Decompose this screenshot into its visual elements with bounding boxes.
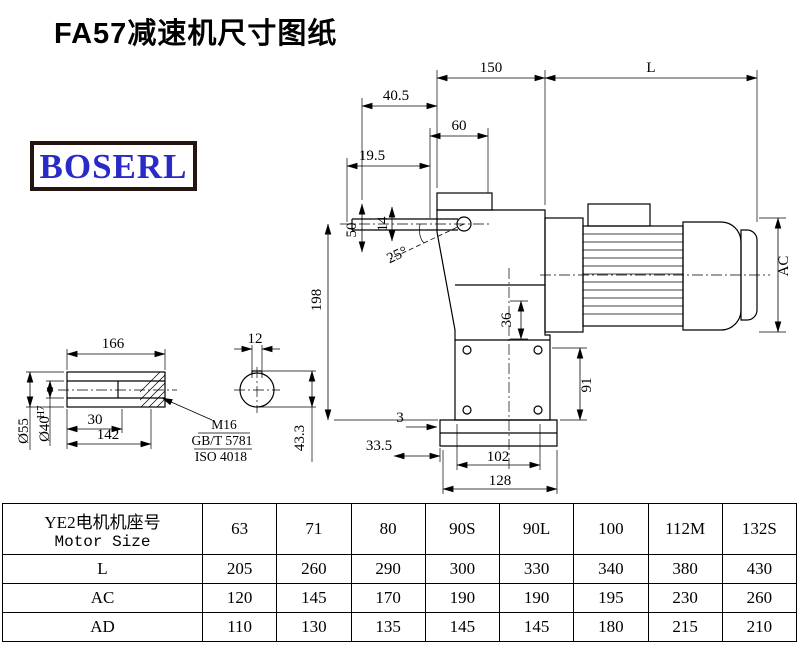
gearbox-dimension-drawing: 150 L 40.5 60 19.5 50 14 25° 198 AC 36 9… xyxy=(16,60,792,494)
table-cell: 210 xyxy=(721,612,798,642)
dim-33-5-label: 33.5 xyxy=(366,438,392,454)
table-row-ac: AC 120 145 170 190 190 195 230 260 xyxy=(2,583,798,613)
table-cell: 190 xyxy=(424,583,501,613)
table-cell: 230 xyxy=(647,583,723,613)
brand-logo-text: BOSERL xyxy=(39,146,188,186)
table-cell: 380 xyxy=(647,554,723,584)
motor-size-header-en: Motor Size xyxy=(54,532,151,551)
size-col-112m: 112M xyxy=(647,503,723,555)
brand-logo: BOSERL xyxy=(30,141,197,191)
dim-102-label: 102 xyxy=(487,449,510,465)
dim-l-label: L xyxy=(646,60,655,76)
row-label-ac: AC xyxy=(2,583,203,613)
dim-142-label: 142 xyxy=(97,427,120,443)
page-title: FA57减速机尺寸图纸 xyxy=(54,18,338,50)
table-cell: 145 xyxy=(276,583,352,613)
dim-166-label: 166 xyxy=(102,336,125,352)
dim-ac-label: AC xyxy=(776,256,792,277)
dim-128-label: 128 xyxy=(489,473,512,489)
dim-dia55-label: Ø55 xyxy=(16,418,32,444)
table-cell: 215 xyxy=(647,612,723,642)
size-col-90l: 90L xyxy=(498,503,575,555)
dim-dia40-tolerance-label: H7 xyxy=(36,406,47,419)
size-col-132s: 132S xyxy=(721,503,798,555)
table-cell: 340 xyxy=(573,554,649,584)
dim-60-label: 60 xyxy=(452,118,467,134)
dim-30-label: 30 xyxy=(88,412,103,428)
size-col-63: 63 xyxy=(201,503,278,555)
dim-25deg-label: 25° xyxy=(384,244,410,267)
dimension-lines xyxy=(26,70,786,494)
motor-size-header-cell: YE2电机机座号 Motor Size xyxy=(2,503,203,555)
table-cell: 145 xyxy=(424,612,501,642)
dim-150-label: 150 xyxy=(480,60,503,76)
table-cell: 430 xyxy=(721,554,798,584)
motor-size-header-cn: YE2电机机座号 xyxy=(44,512,161,532)
dim-3-label: 3 xyxy=(396,410,404,426)
size-col-80: 80 xyxy=(350,503,426,555)
motor-spec-table: YE2电机机座号 Motor Size 63 71 80 90S 90L 100… xyxy=(2,503,798,642)
thread-m16-label: M16 xyxy=(211,417,237,432)
input-shaft xyxy=(351,216,472,260)
table-cell: 260 xyxy=(276,554,352,584)
table-cell: 195 xyxy=(573,583,649,613)
dim-43-3-label: 43.3 xyxy=(292,425,308,451)
table-cell: 260 xyxy=(721,583,798,613)
table-cell: 330 xyxy=(498,554,575,584)
dim-12-label: 12 xyxy=(248,331,263,347)
dim-19-5-label: 19.5 xyxy=(359,148,385,164)
dim-50-label: 50 xyxy=(344,223,360,238)
standard-gb-label: GB/T 5781 xyxy=(192,433,253,448)
table-row-ad: AD 110 130 135 145 145 180 215 210 xyxy=(2,612,798,642)
table-cell: 130 xyxy=(276,612,352,642)
standard-iso-label: ISO 4018 xyxy=(195,449,247,464)
bore-section-detail xyxy=(234,367,280,413)
hollow-shaft-detail xyxy=(58,371,177,408)
size-col-100: 100 xyxy=(573,503,649,555)
table-cell: 190 xyxy=(498,583,575,613)
table-cell: 145 xyxy=(498,612,575,642)
table-cell: 205 xyxy=(201,554,278,584)
motor-outline xyxy=(544,203,758,333)
table-header-row: YE2电机机座号 Motor Size 63 71 80 90S 90L 100… xyxy=(2,503,798,555)
table-cell: 290 xyxy=(350,554,426,584)
table-cell: 135 xyxy=(350,612,426,642)
dim-dia40-label: Ø40 xyxy=(37,416,53,442)
table-cell: 120 xyxy=(201,583,278,613)
table-cell: 300 xyxy=(424,554,501,584)
dim-14-label: 14 xyxy=(375,216,391,232)
table-cell: 180 xyxy=(573,612,649,642)
row-label-ad: AD xyxy=(2,612,203,642)
dim-40-5-label: 40.5 xyxy=(383,88,409,104)
size-col-90s: 90S xyxy=(424,503,501,555)
table-cell: 170 xyxy=(350,583,426,613)
size-col-71: 71 xyxy=(276,503,352,555)
row-label-l: L xyxy=(2,554,203,584)
dim-36-label: 36 xyxy=(499,312,515,328)
dim-198-label: 198 xyxy=(309,289,325,312)
centerlines xyxy=(340,223,770,470)
table-row-l: L 205 260 290 300 330 340 380 430 xyxy=(2,554,798,584)
dim-91-label: 91 xyxy=(579,378,595,393)
gearbox-housing-outline xyxy=(436,192,558,447)
table-cell: 110 xyxy=(201,612,278,642)
